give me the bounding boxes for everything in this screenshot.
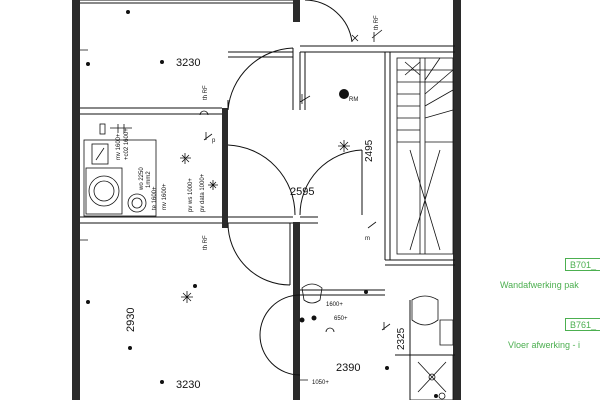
m-label: m xyxy=(365,236,370,242)
dimension-living-bottom: 3230 xyxy=(176,379,200,391)
ceiling-light-icon xyxy=(180,153,191,164)
switch-icon xyxy=(299,94,311,104)
socket-icon xyxy=(199,110,209,116)
fixture-label: 650+ xyxy=(334,316,348,322)
shaft-right-wall xyxy=(455,50,461,260)
utility-label: wo 2250 xyxy=(139,167,145,191)
door-bath xyxy=(259,294,301,376)
legend-note: Vloer afwerking - i xyxy=(508,340,581,350)
dimension-bath-height: 2325 xyxy=(396,327,407,350)
door-group xyxy=(227,0,363,376)
socket-icon xyxy=(80,49,308,381)
staircase xyxy=(396,57,454,255)
utility-labels: mv 1600+ +c02 1600+ wo 2250 1mm2 te 1600… xyxy=(116,128,206,212)
ceiling-light-icon xyxy=(338,140,350,152)
symbol-labels: th RF th RF th RF RM p m 1600+ 650+ 1050… xyxy=(203,15,380,386)
ceiling-light-icon xyxy=(208,180,218,190)
upper-partition xyxy=(293,0,300,22)
dimension-hall-height: 2495 xyxy=(364,139,375,162)
utility-label: te 1600+ xyxy=(152,186,158,210)
rf-label: th RF xyxy=(374,15,380,30)
dimension-bedroom-height: 2930 xyxy=(125,308,137,332)
lower-partition xyxy=(293,222,300,400)
legend-note: Wandafwerking pak xyxy=(500,280,579,290)
bathroom-fixtures xyxy=(301,283,454,400)
legend-code-box: B761_ xyxy=(565,318,600,331)
rm-label: RM xyxy=(349,97,358,103)
dimension-labels: 3230 2595 2495 2930 3230 2390 2325 xyxy=(125,57,407,391)
socket-icon xyxy=(325,327,335,333)
utility-cabinet xyxy=(83,123,157,217)
wall-outlet-label: pv ws 1000+ xyxy=(188,178,194,212)
filled-dots xyxy=(86,10,438,398)
door-hall-middle xyxy=(227,144,296,216)
toilet-icon xyxy=(411,295,439,326)
utility-label: 1mm2 xyxy=(146,171,152,188)
switch-icon xyxy=(203,132,213,141)
rf-label: th RF xyxy=(203,85,209,100)
switch-icon xyxy=(381,322,391,331)
fixture-label: 1050+ xyxy=(312,380,329,386)
wall-group xyxy=(72,0,461,400)
ceiling-light-icon xyxy=(351,34,359,42)
switch-icon xyxy=(367,221,377,229)
electrical-symbols xyxy=(80,29,391,381)
hall-left-wall xyxy=(222,108,228,228)
dimension-living-top: 3230 xyxy=(176,57,200,69)
wall-outlet-label: mv 1600+ xyxy=(162,183,168,210)
smoke-detector-icon xyxy=(339,89,349,99)
door-hall-upper xyxy=(227,47,294,111)
legend-code-box: B701_ xyxy=(565,258,600,271)
ceiling-light-icon xyxy=(181,291,193,303)
rf-label: th RF xyxy=(203,235,209,250)
door-bedroom xyxy=(227,222,291,286)
dimension-hall-width: 2595 xyxy=(290,186,314,198)
utility-label: +c02 1600+ xyxy=(124,128,130,160)
utility-label: mv 1600+ xyxy=(116,133,122,160)
sink-icon xyxy=(301,283,323,304)
fixture-label: 1600+ xyxy=(326,302,343,308)
p-label: p xyxy=(212,138,216,144)
left-outer-wall xyxy=(72,0,80,400)
switch-icon xyxy=(371,29,383,42)
wall-outlet-label: pv data 1000+ xyxy=(200,173,206,212)
dimension-bath-width: 2390 xyxy=(336,362,360,374)
door-top xyxy=(304,0,353,43)
door-hall-right xyxy=(299,149,363,216)
